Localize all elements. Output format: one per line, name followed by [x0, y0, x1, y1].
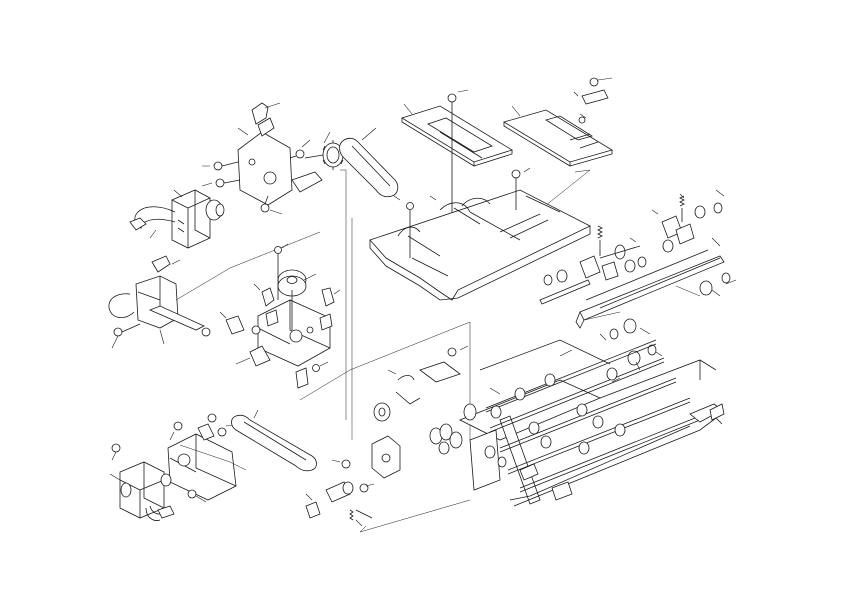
guide-plate-right [503, 109, 613, 167]
tray-frame [369, 167, 591, 301]
middle-drive-bracket-assembly [219, 169, 471, 440]
stepper-motor-upper [171, 189, 225, 249]
middle-left-sensor-bracket-assembly [108, 231, 321, 349]
transport-rollers [490, 367, 626, 455]
lower-center-clutch-assembly [305, 345, 471, 533]
timing-belt-lower [231, 409, 317, 472]
lower-left-motor-assembly [109, 413, 247, 521]
upper-left-motor-and-gear-assembly [129, 102, 344, 249]
lower-right-transport-unit [395, 339, 725, 507]
right-shaft-and-roller-assembly [539, 189, 737, 371]
guide-plate-left [401, 105, 513, 167]
timing-belt-upper [339, 127, 399, 198]
drive-gear-upper [304, 140, 344, 170]
screws-upper-left [213, 149, 305, 213]
